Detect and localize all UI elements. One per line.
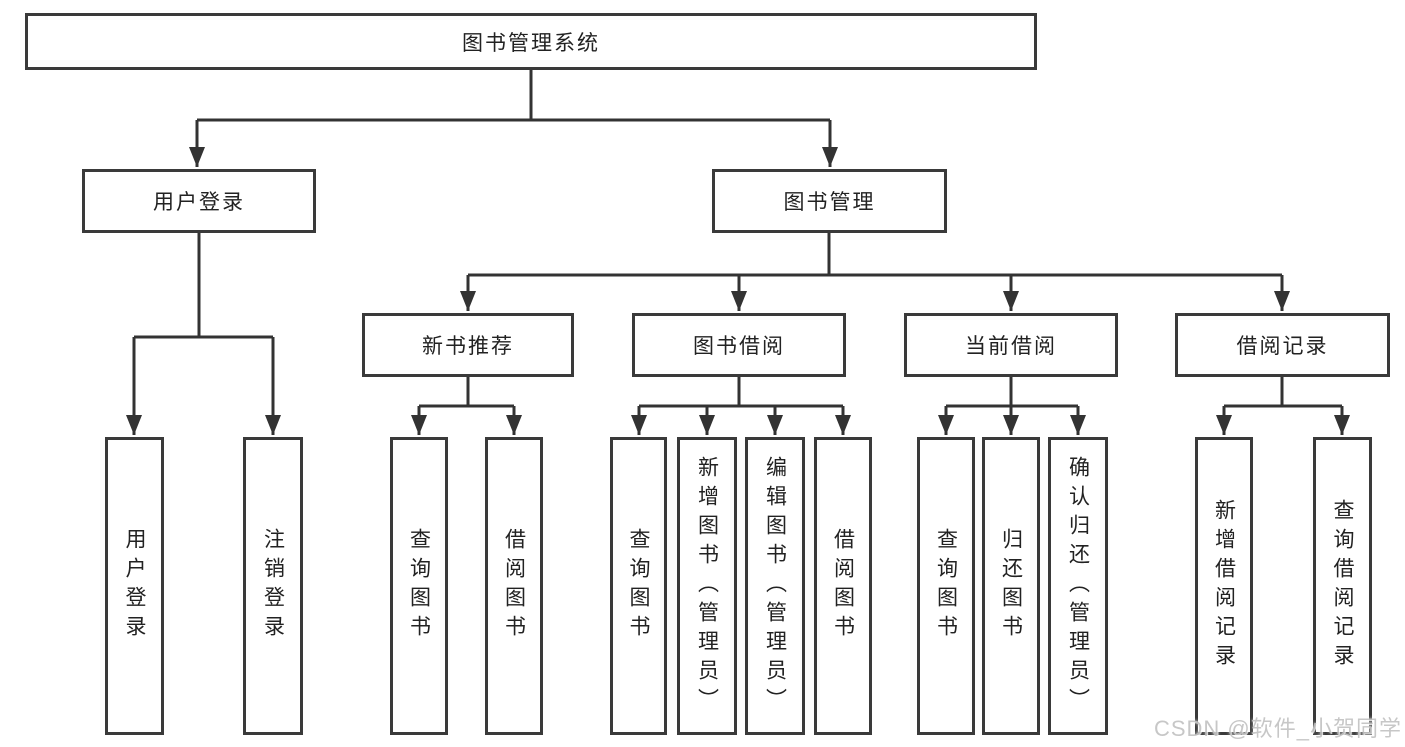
node-book-mgmt: 图书管理 xyxy=(712,169,947,233)
node-book-borrow: 图书借阅 xyxy=(632,313,846,377)
leaf-logout-label: 注销登录 xyxy=(261,528,285,644)
leaf-confirm-return: 确认归还（管理员） xyxy=(1048,437,1108,735)
leaf-add-borrow-record-label: 新增借阅记录 xyxy=(1212,499,1236,673)
leaf-query-borrow-record-label: 查询借阅记录 xyxy=(1331,499,1354,673)
leaf-return-book: 归还图书 xyxy=(982,437,1040,735)
leaf-query-book-2-label: 查询图书 xyxy=(627,528,650,644)
leaf-borrow-book-1: 借阅图书 xyxy=(485,437,543,735)
connector-book-borrow xyxy=(639,377,843,408)
leaf-logout: 注销登录 xyxy=(243,437,303,735)
node-current-borrow-label: 当前借阅 xyxy=(965,335,1057,358)
node-root-label: 图书管理系统 xyxy=(462,31,600,55)
leaf-query-book-2: 查询图书 xyxy=(610,437,667,735)
leaf-query-book-1: 查询图书 xyxy=(390,437,448,735)
connector-root xyxy=(197,70,830,122)
node-new-book-rec-label: 新书推荐 xyxy=(422,335,514,358)
node-new-book-rec: 新书推荐 xyxy=(362,313,574,377)
node-borrow-record: 借阅记录 xyxy=(1175,313,1390,377)
leaf-add-book-label: 新增图书（管理员） xyxy=(695,455,719,717)
leaf-query-book-3-label: 查询图书 xyxy=(934,528,958,644)
leaf-add-book: 新增图书（管理员） xyxy=(677,437,737,735)
leaf-query-borrow-record: 查询借阅记录 xyxy=(1313,437,1372,735)
leaf-query-book-1-label: 查询图书 xyxy=(407,528,431,644)
leaf-user-login-label: 用户登录 xyxy=(123,528,146,644)
leaf-user-login: 用户登录 xyxy=(105,437,164,735)
node-book-mgmt-label: 图书管理 xyxy=(783,191,876,214)
leaf-edit-book-label: 编辑图书（管理员） xyxy=(763,455,787,717)
node-current-borrow: 当前借阅 xyxy=(904,313,1118,377)
node-user-login: 用户登录 xyxy=(82,169,316,233)
leaf-query-book-3: 查询图书 xyxy=(917,437,975,735)
leaf-borrow-book-1-label: 借阅图书 xyxy=(502,528,526,644)
leaf-confirm-return-label: 确认归还（管理员） xyxy=(1066,455,1090,717)
leaf-add-borrow-record: 新增借阅记录 xyxy=(1195,437,1253,735)
node-user-login-label: 用户登录 xyxy=(153,191,245,214)
connector-user-login xyxy=(134,233,273,339)
csdn-watermark: CSDN @软件_小贺同学 xyxy=(1153,716,1402,741)
leaf-borrow-book-2-label: 借阅图书 xyxy=(831,528,855,644)
node-borrow-record-label: 借阅记录 xyxy=(1236,335,1329,358)
connector-current-borrow xyxy=(946,377,1078,408)
connector-book-mgmt xyxy=(468,233,1282,277)
leaf-edit-book: 编辑图书（管理员） xyxy=(745,437,805,735)
node-book-borrow-label: 图书借阅 xyxy=(693,335,785,358)
leaf-return-book-label: 归还图书 xyxy=(999,528,1023,644)
node-root: 图书管理系统 xyxy=(25,13,1037,70)
connector-new-book xyxy=(419,377,514,408)
leaf-borrow-book-2: 借阅图书 xyxy=(814,437,872,735)
connector-borrow-record xyxy=(1224,377,1342,408)
